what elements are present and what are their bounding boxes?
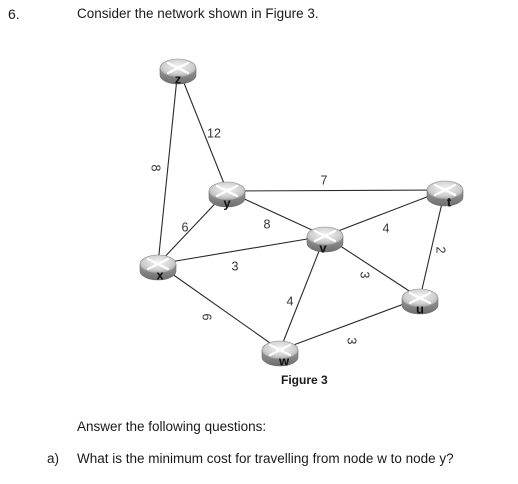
network-figure: 12 8 6 7 8 3 6 4 4 3 2 3 z y x v w t u — [139, 58, 464, 368]
node-label-v: v — [319, 240, 327, 255]
router-node-z — [159, 58, 197, 85]
router-node-y — [208, 181, 246, 208]
edge-w-u — [279, 297, 421, 351]
part-a-text: What is the minimum cost for travelling … — [77, 451, 454, 466]
instructions-text: Answer the following questions: — [77, 419, 267, 434]
edge-x-w — [157, 263, 281, 351]
edge-weight-y-t: 7 — [321, 173, 328, 187]
edge-weight-x-v: 3 — [232, 259, 239, 273]
edge-t-u — [419, 189, 446, 299]
node-label-z: z — [175, 71, 182, 86]
edge-weight-z-y: 12 — [207, 126, 221, 140]
edge-z-x — [157, 67, 179, 265]
edge-weight-x-w: 6 — [200, 314, 214, 321]
router-node-x — [139, 254, 177, 281]
edge-weight-v-t: 4 — [383, 221, 390, 235]
edge-v-w — [279, 235, 326, 351]
edge-weight-w-u: 3 — [345, 338, 359, 345]
question-prompt: Consider the network shown in Figure 3. — [77, 6, 319, 21]
edge-weight-y-x: 6 — [182, 220, 189, 234]
edge-x-v — [157, 235, 326, 265]
node-label-y: y — [223, 195, 231, 210]
edge-y-t — [226, 189, 446, 192]
edge-v-t — [324, 189, 446, 237]
edge-weight-v-u: 3 — [358, 272, 372, 279]
edge-weight-t-u: 2 — [434, 247, 448, 254]
question-number: 6. — [8, 6, 20, 22]
part-a-label: a) — [47, 451, 60, 466]
router-node-v — [306, 226, 344, 253]
edge-weight-v-w: 4 — [287, 294, 294, 308]
node-label-w: w — [278, 353, 290, 368]
node-label-t: t — [447, 194, 452, 209]
node-label-u: u — [416, 301, 424, 316]
edge-weight-y-v: 8 — [264, 217, 271, 231]
figure-caption: Figure 3 — [281, 373, 328, 387]
edge-z-y — [177, 67, 228, 192]
router-node-t — [426, 180, 464, 207]
router-node-u — [401, 288, 439, 315]
edge-weight-z-x: 8 — [149, 165, 163, 172]
node-label-x: x — [156, 267, 164, 282]
router-node-w — [261, 340, 299, 367]
